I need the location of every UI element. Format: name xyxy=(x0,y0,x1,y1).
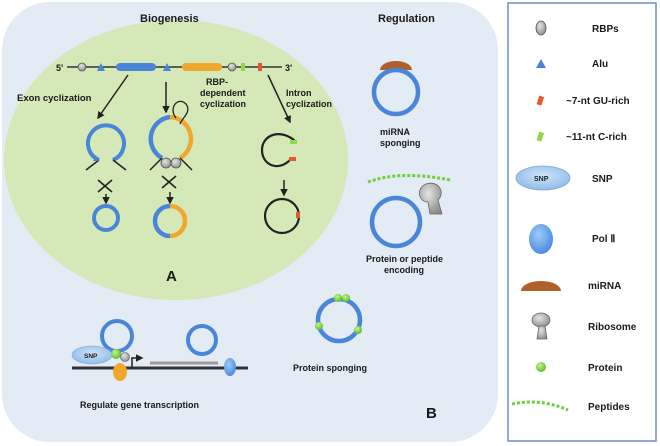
legend-icons: SNP xyxy=(511,20,571,412)
protein-icon xyxy=(342,294,350,302)
pol2-icon xyxy=(113,363,127,381)
rbp-icon xyxy=(535,20,547,36)
pol2-icon xyxy=(529,224,553,254)
mirna-sponging-line1: miRNA xyxy=(380,127,411,137)
legend-label: ~11-nt C-rich xyxy=(566,132,627,143)
legend-label: SNP xyxy=(592,174,613,185)
alu-icon xyxy=(97,63,105,71)
mirna-icon xyxy=(521,281,561,291)
rbp-icon xyxy=(120,352,130,362)
biogenesis-title: Biogenesis xyxy=(140,13,199,25)
rbp-icon xyxy=(77,62,87,72)
intron-cyclization-line1: Intron xyxy=(286,88,312,98)
arrow-intron-cyclization xyxy=(267,74,291,124)
protein-icon xyxy=(111,349,121,359)
rbp-icon xyxy=(227,62,237,72)
protein-sponging-label: Protein sponging xyxy=(293,363,367,373)
pol2-icon xyxy=(224,358,236,376)
ribosome-icon xyxy=(531,312,551,340)
rbp-intermediate xyxy=(148,100,194,171)
protein-icon xyxy=(354,326,362,334)
legend-labels: RBPs Alu ~7-nt GU-rich ~11-nt C-rich SNP… xyxy=(566,24,637,413)
legend-label: Ribosome xyxy=(588,322,637,333)
snp-small-label: SNP xyxy=(84,353,98,360)
mirna-sponging-figure xyxy=(371,61,421,117)
rbp-cyclization-line1: RBP- xyxy=(206,77,228,87)
circrna-exonic xyxy=(92,204,120,232)
gu-rich-mark xyxy=(296,212,300,218)
ribosome-icon xyxy=(419,182,443,215)
rbp-cyclization-line2: dependent xyxy=(200,88,246,98)
c-rich-mark xyxy=(241,63,245,71)
protein-icon xyxy=(315,322,323,330)
intron-cyclization-line2: cyclization xyxy=(286,99,332,109)
rbp-cyclization-line3: cyclization xyxy=(200,99,246,109)
circrna-rbp xyxy=(152,203,188,239)
mirna-icon xyxy=(380,61,412,70)
protein-encoding-figure xyxy=(367,174,451,249)
gu-rich-mark xyxy=(289,157,296,161)
alu-icon xyxy=(163,63,171,71)
protein-encoding-line2: encoding xyxy=(384,265,424,275)
protein-icon xyxy=(334,294,342,302)
three-prime-label: 3' xyxy=(285,63,292,73)
panel-b-letter: B xyxy=(426,405,437,422)
rbp-icon xyxy=(160,157,172,169)
legend-label: RBPs xyxy=(592,24,619,35)
legend-box xyxy=(507,2,657,442)
legend-label: ~7-nt GU-rich xyxy=(566,96,630,107)
peptides-icon xyxy=(511,400,569,412)
intron-lariat xyxy=(260,133,297,168)
snp-icon xyxy=(515,165,571,191)
gu-rich-mark xyxy=(258,63,262,71)
gu-rich-icon xyxy=(536,95,545,106)
legend-label: Peptides xyxy=(588,402,630,413)
pre-mrna-strand: 5' 3' xyxy=(56,62,292,73)
peptides-icon xyxy=(367,174,451,184)
snp-icon-text: SNP xyxy=(534,176,549,183)
legend-label: Alu xyxy=(592,59,608,70)
regulation-title: Regulation xyxy=(378,13,435,25)
exon-orange xyxy=(182,63,222,71)
rbp-icon xyxy=(170,157,182,169)
regulate-transcription-label: Regulate gene transcription xyxy=(80,400,199,410)
exon-blue xyxy=(116,63,156,71)
c-rich-icon xyxy=(536,131,545,142)
exon-lariat xyxy=(85,123,127,171)
cross-mark xyxy=(161,175,177,189)
alu-icon xyxy=(93,155,99,161)
legend-label: Pol Ⅱ xyxy=(592,234,615,245)
protein-encoding-line1: Protein or peptide xyxy=(366,254,443,264)
alu-icon xyxy=(536,59,546,68)
c-rich-mark xyxy=(290,140,297,144)
mirna-sponging-line2: sponging xyxy=(380,138,421,148)
protein-icon xyxy=(536,362,546,372)
five-prime-label: 5' xyxy=(56,63,63,73)
legend-label: Protein xyxy=(588,363,622,374)
cross-mark xyxy=(97,179,113,193)
transcription-arrow xyxy=(131,354,144,368)
legend-label: miRNA xyxy=(588,281,621,292)
exon-cyclization-label: Exon cyclization xyxy=(17,93,92,104)
protein-sponging-figure xyxy=(315,294,363,344)
panel-a-letter: A xyxy=(166,268,177,285)
arrow-exon-cyclization xyxy=(97,74,129,120)
transcription-figure: SNP xyxy=(71,319,248,381)
